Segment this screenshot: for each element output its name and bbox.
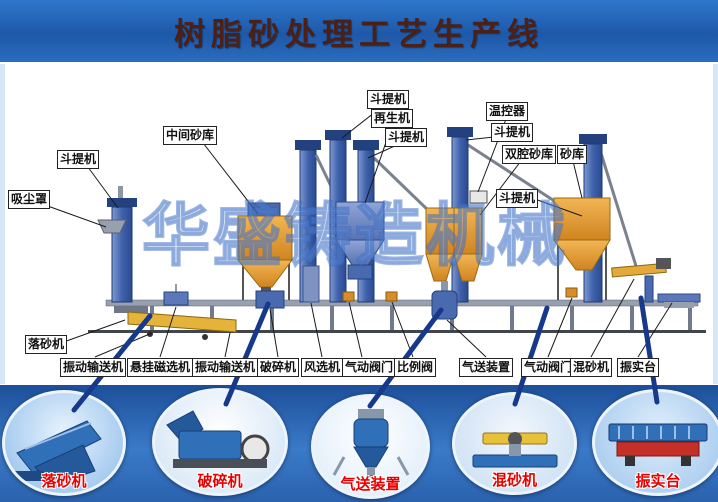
label-mid-sand-silo: 中间砂库	[163, 126, 218, 145]
callout-label-sand-mixer: 混砂机	[491, 472, 537, 489]
callout-oval-crusher: 破碎机	[152, 388, 288, 496]
label-bucket-elevator-5: 斗提机	[496, 189, 539, 208]
callout-label-shakeout: 落砂机	[41, 473, 87, 490]
label-vib-conveyor-2: 振动输送机	[192, 358, 259, 377]
left-frame-strip	[0, 64, 5, 384]
crusher-photo-art	[166, 410, 270, 468]
label-pneumatic-valve-2: 气动阀门	[521, 358, 576, 377]
shakeout-photo-art	[13, 420, 102, 486]
label-bucket-elevator-1: 斗提机	[57, 150, 100, 169]
callout-oval-pneumatic-conveyor: 气送装置	[311, 394, 430, 499]
label-compaction-table: 振实台	[617, 358, 660, 377]
label-pneumatic-valve-1: 气动阀门	[342, 358, 397, 377]
label-proportional-valve: 比例阀	[394, 358, 437, 377]
callout-label-crusher: 破碎机	[197, 473, 243, 490]
compaction-table-photo-art	[608, 423, 708, 466]
callout-oval-shakeout: 落砂机	[2, 390, 126, 496]
pneumatic-conveyor-photo-art	[332, 409, 410, 487]
label-air-classifier: 风选机	[301, 358, 344, 377]
title-bar: 树脂砂处理工艺生产线	[0, 0, 718, 64]
page-title: 树脂砂处理工艺生产线	[174, 16, 544, 52]
machinery-layer	[88, 127, 706, 340]
label-magnetic-separator: 悬挂磁选机	[127, 358, 194, 377]
callout-label-pneumatic-conveyor: 气送装置	[340, 476, 401, 493]
label-sand-silo: 砂库	[557, 145, 588, 164]
label-temp-controller: 温控器	[486, 102, 529, 121]
label-sand-mixer: 混砂机	[570, 358, 613, 377]
watermark-text: 华盛铸造机械	[141, 197, 569, 275]
label-shakeout: 落砂机	[25, 335, 68, 354]
label-regenerator: 再生机	[371, 109, 414, 128]
sand-mixer-photo-art	[472, 432, 558, 468]
callout-oval-compaction-table: 振实台	[592, 389, 718, 496]
label-double-silo: 双腔砂库	[502, 145, 557, 164]
callout-label-compaction-table: 振实台	[635, 473, 681, 490]
callout-band: 落砂机 破碎机 气送装置	[0, 385, 718, 502]
callout-oval-sand-mixer: 混砂机	[452, 392, 577, 495]
label-crusher: 破碎机	[257, 358, 300, 377]
label-pneumatic-conveyor: 气送装置	[459, 358, 514, 377]
label-bucket-elevator-4: 斗提机	[491, 123, 534, 142]
label-bucket-elevator-2: 斗提机	[367, 90, 410, 109]
right-frame-strip	[713, 64, 718, 384]
label-vib-conveyor-1: 振动输送机	[60, 358, 127, 377]
label-dust-hood: 吸尘罩	[8, 190, 51, 209]
label-bucket-elevator-3: 斗提机	[385, 128, 428, 147]
